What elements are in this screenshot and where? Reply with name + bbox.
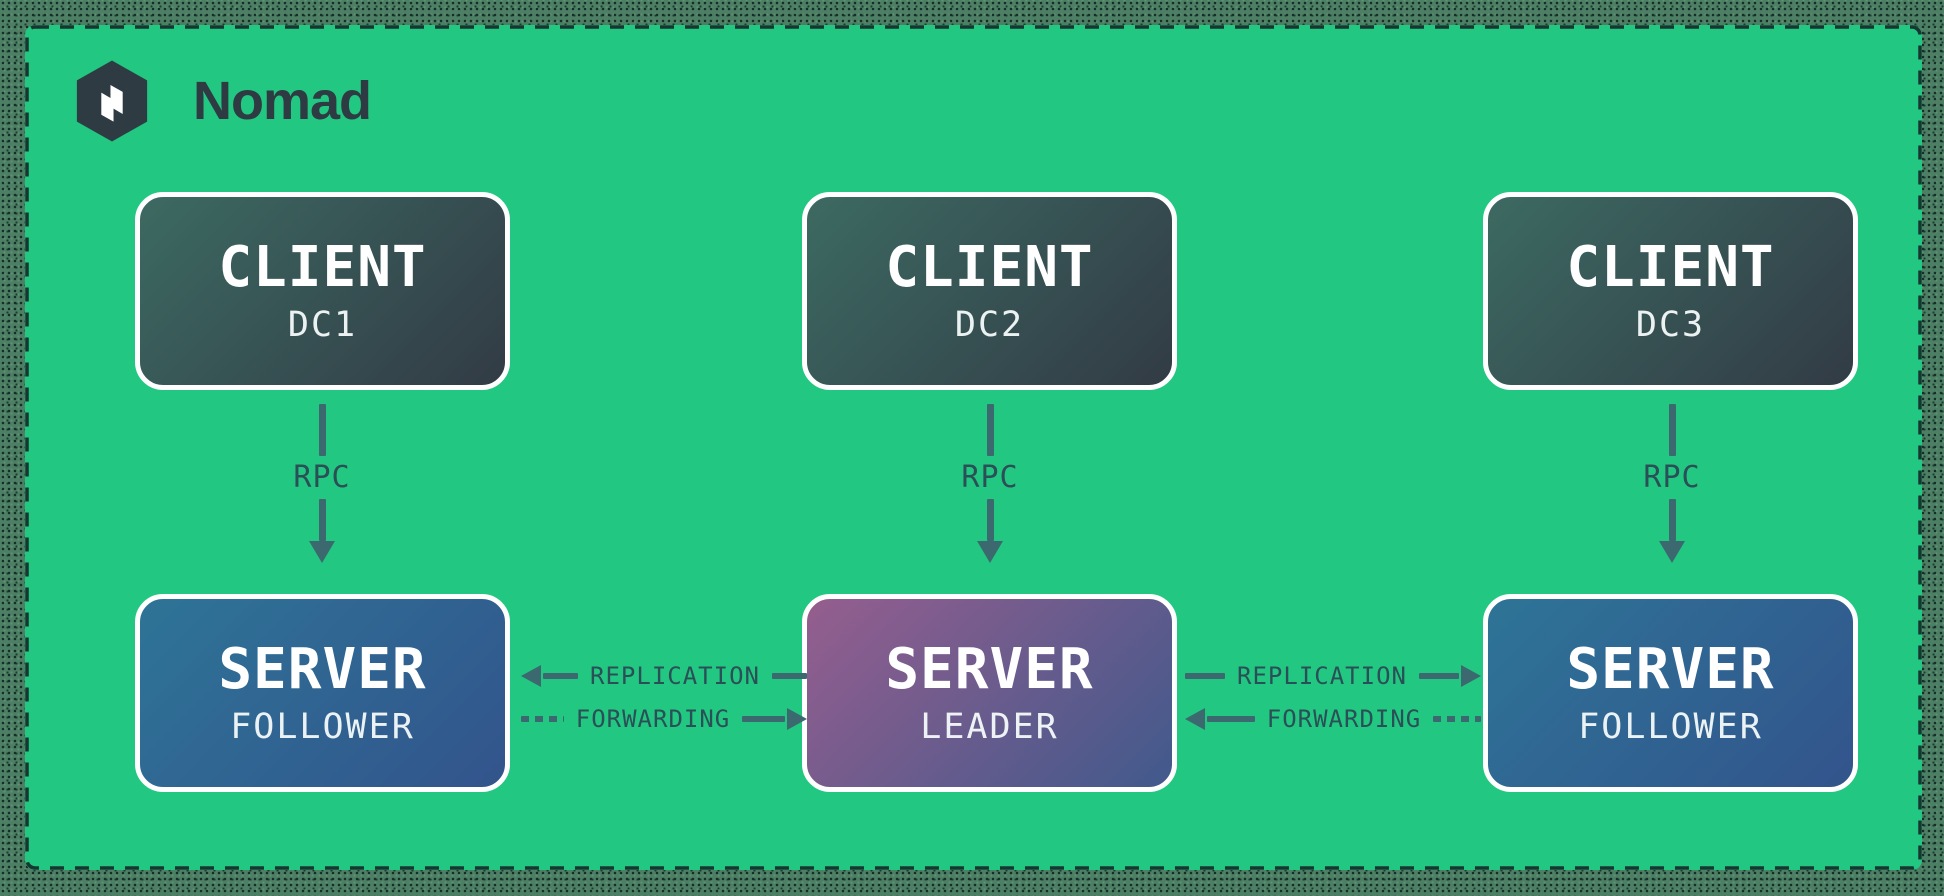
dashed-border [25,25,1922,870]
rpc-connector-dc2: RPC [945,404,1035,580]
server-subtitle: FOLLOWER [1578,706,1763,747]
server-subtitle: LEADER [920,706,1059,747]
forwarding-connector-right: FORWARDING [1185,707,1481,731]
connector-line [771,673,808,679]
rpc-label: RPC [1643,460,1701,495]
arrow-right-icon [787,708,807,730]
rpc-line-top [986,404,994,456]
nomad-hexagon-icon [76,60,148,142]
rpc-line-top [1668,404,1676,456]
replication-connector-left: REPLICATION [521,662,808,690]
rpc-label: RPC [293,460,351,495]
server-title: SERVER [885,636,1094,702]
client-title: CLIENT [885,234,1094,300]
rpc-connector-dc1: RPC [277,404,367,580]
server-subtitle: FOLLOWER [230,706,415,747]
rpc-connector-dc3: RPC [1627,404,1717,580]
brand-title: Nomad [193,71,372,131]
server-node-follower-right: SERVER FOLLOWER [1483,594,1858,792]
server-title: SERVER [1566,636,1775,702]
server-title: SERVER [218,636,427,702]
replication-connector-right: REPLICATION [1185,662,1482,690]
client-subtitle: DC1 [287,304,358,345]
rpc-line-bottom [986,499,994,541]
client-title: CLIENT [1566,234,1775,300]
server-node-leader: SERVER LEADER [802,594,1177,792]
connector-line-dashed [1433,716,1481,722]
brand: Nomad [73,59,372,143]
client-title: CLIENT [218,234,427,300]
arrow-right-icon [1461,665,1482,687]
forwarding-label: FORWARDING [575,705,731,733]
arrow-down-icon [1659,541,1685,563]
client-node-dc2: CLIENT DC2 [802,192,1177,390]
nomad-architecture-panel: Nomad CLIENT DC1 CLIENT DC2 CLIENT DC3 R… [25,25,1922,870]
connector-line [1207,716,1255,722]
server-node-follower-left: SERVER FOLLOWER [135,594,510,792]
arrow-down-icon [977,541,1003,563]
connector-line [543,673,579,679]
client-node-dc3: CLIENT DC3 [1483,192,1858,390]
connector-line [742,716,785,722]
client-subtitle: DC3 [1635,304,1706,345]
arrow-left-icon [521,665,541,687]
arrow-left-icon [1185,708,1205,730]
connector-line [1185,673,1226,679]
rpc-label: RPC [961,460,1019,495]
rpc-line-top [318,404,326,456]
connector-line-dashed [521,716,564,722]
rpc-line-bottom [318,499,326,541]
connector-line [1418,673,1460,679]
client-node-dc1: CLIENT DC1 [135,192,510,390]
client-subtitle: DC2 [954,304,1025,345]
forwarding-connector-left: FORWARDING [521,707,807,731]
replication-label: REPLICATION [590,662,760,690]
arrow-down-icon [309,541,335,563]
rpc-line-bottom [1668,499,1676,541]
replication-label: REPLICATION [1237,662,1407,690]
forwarding-label: FORWARDING [1266,705,1422,733]
